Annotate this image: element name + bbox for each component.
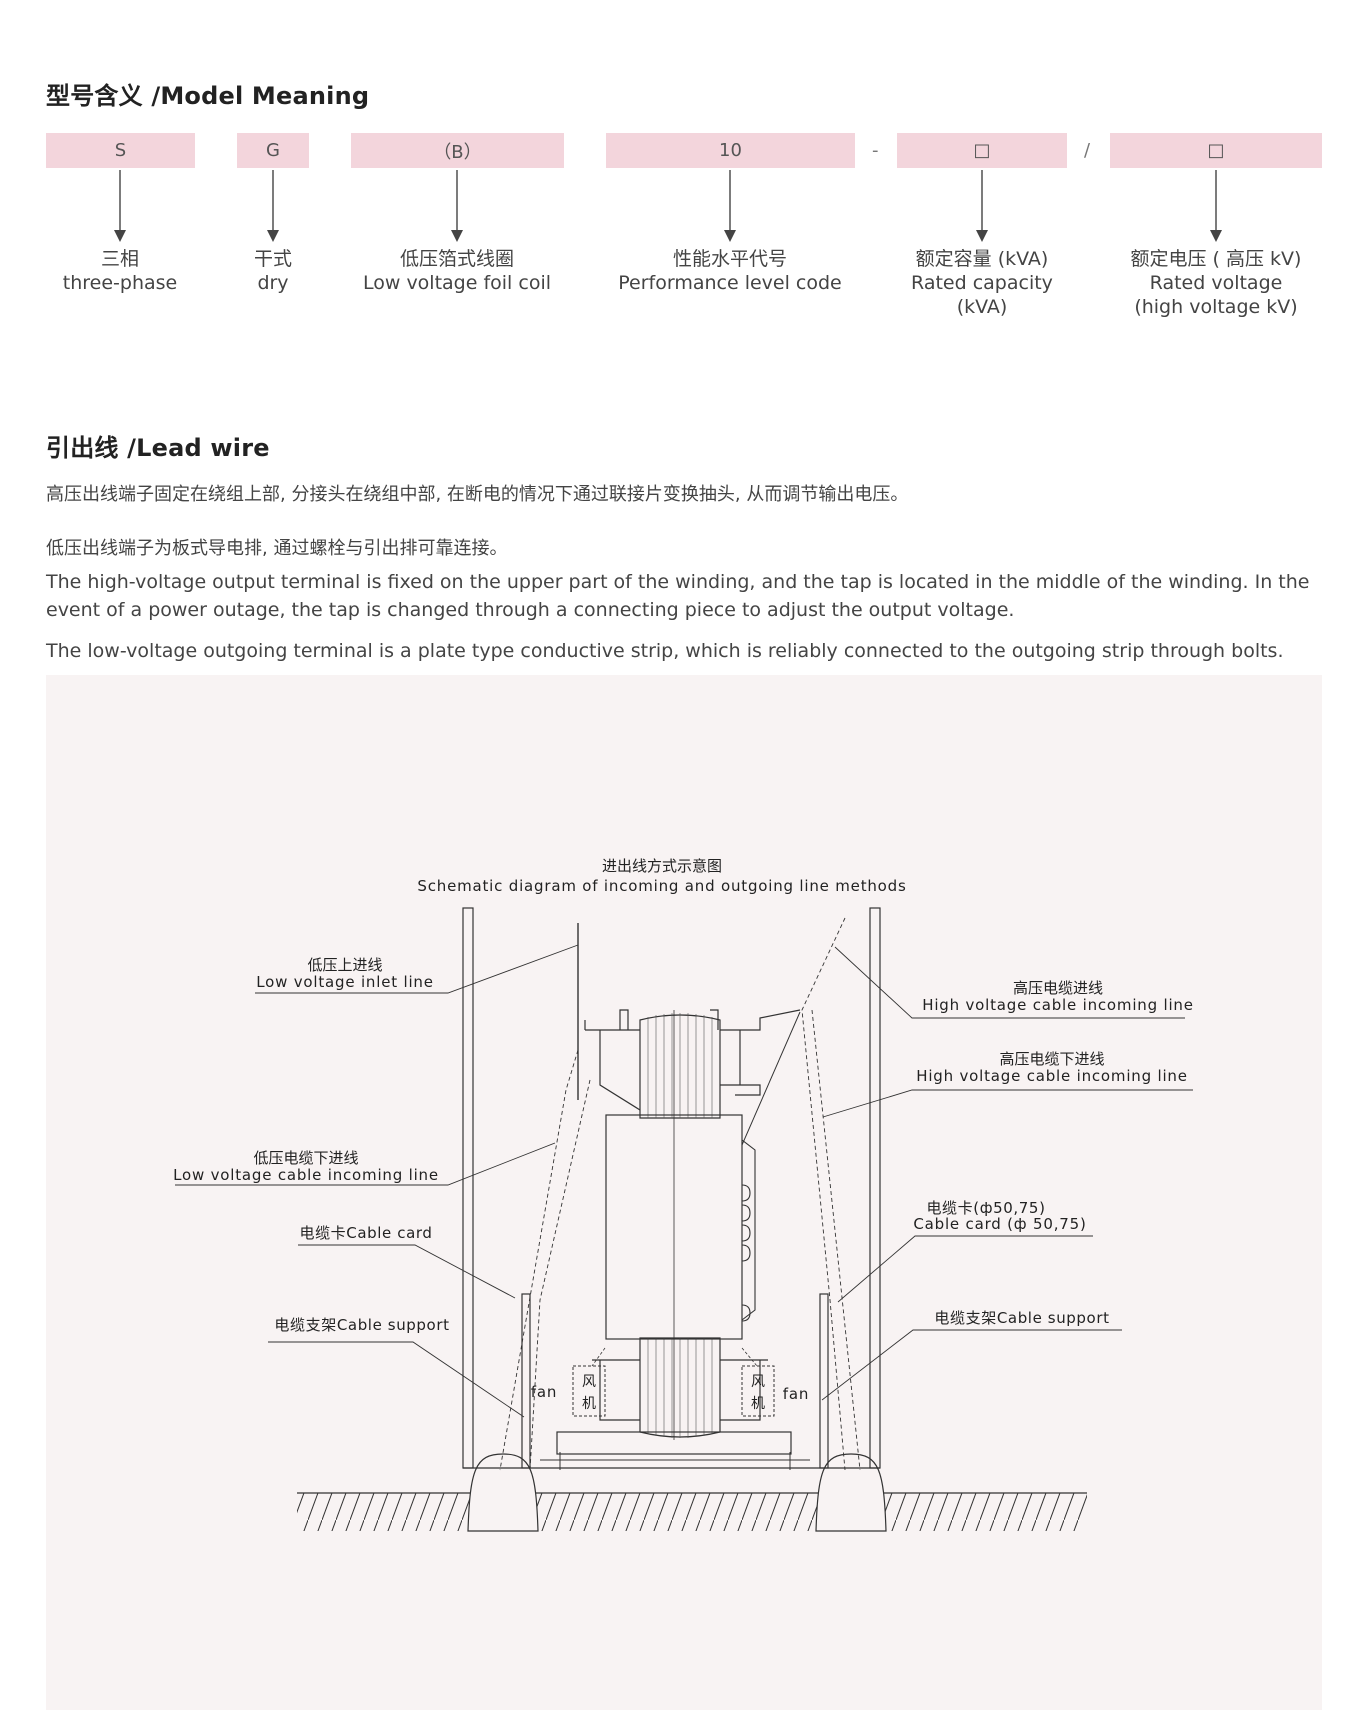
hv-cable-path xyxy=(801,917,861,1471)
label-hv-cable-zh: 高压电缆进线 xyxy=(1013,979,1103,997)
fan-link-right xyxy=(741,1347,758,1367)
meaning-en: Rated capacity xyxy=(911,272,1053,294)
model-meaning-title: 型号含义 /Model Meaning xyxy=(46,82,370,110)
cable-trench-left xyxy=(467,1453,539,1532)
label-cable-support-right: 电缆支架Cable support xyxy=(934,1309,1109,1327)
label-hv-cable-down-zh: 高压电缆下进线 xyxy=(999,1050,1104,1068)
arrow-down-icon xyxy=(1210,170,1222,242)
meaning-en: Rated voltage xyxy=(1149,272,1283,294)
cabinet-wall-right xyxy=(869,907,881,1469)
meaning-en: Performance level code xyxy=(618,272,842,294)
code-box-capacity: □ xyxy=(897,133,1067,168)
fan-zh-right-2: 机 xyxy=(751,1396,765,1412)
lead-wire-en-p1: The high-voltage output terminal is fixe… xyxy=(46,571,1310,621)
lower-clamp-left xyxy=(592,1359,640,1421)
separator-dash: - xyxy=(872,140,879,161)
cabinet-wall-left xyxy=(462,907,474,1469)
label-cable-support-left: 电缆支架Cable support xyxy=(274,1316,449,1334)
arrow-down-icon xyxy=(267,170,279,242)
diagram-title-zh: 进出线方式示意图 xyxy=(602,857,722,875)
arrow-down-icon xyxy=(976,170,988,242)
leader-lines xyxy=(175,944,1193,1418)
meaning-en2: (high voltage kV) xyxy=(1134,296,1298,318)
meaning-capacity: 额定容量 (kVA) Rated capacity (kVA) xyxy=(887,247,1077,319)
label-lv-inlet-en: Low voltage inlet line xyxy=(256,973,434,991)
meaning-zh: 干式 xyxy=(253,248,292,270)
meaning-en2: (kVA) xyxy=(956,296,1008,318)
arrow-down-icon xyxy=(114,170,126,242)
lower-clamp-right xyxy=(720,1359,768,1421)
meaning-en: three-phase xyxy=(62,272,178,294)
meaning-en: dry xyxy=(257,272,289,294)
lead-wire-zh-p1: 高压出线端子固定在绕组上部, 分接头在绕组中部, 在断电的情况下通过联接片变换抽… xyxy=(46,484,909,505)
lead-wire-zh-p2: 低压出线端子为板式导电排, 通过螺栓与引出排可靠连接。 xyxy=(46,538,508,559)
meaning-zh: 额定电压 ( 高压 kV) xyxy=(1130,248,1302,270)
label-hv-cable-en: High voltage cable incoming line xyxy=(922,996,1194,1014)
meaning-b: 低压箔式线圈 Low voltage foil coil xyxy=(347,247,567,295)
label-fan-right: fan xyxy=(783,1385,809,1403)
meaning-g: 干式 dry xyxy=(213,247,333,295)
code-box-10: 10 xyxy=(606,133,855,168)
meaning-10: 性能水平代号 Performance level code xyxy=(600,247,860,295)
cable-support-left xyxy=(521,1293,531,1469)
meaning-zh: 三相 xyxy=(100,248,139,270)
fan-zh-left-1: 风 xyxy=(582,1374,596,1390)
lv-cable-path xyxy=(499,1049,591,1471)
label-cable-card-right-zh: 电缆卡(ф50,75) xyxy=(926,1199,1045,1217)
meaning-s: 三相 three-phase xyxy=(50,247,190,295)
fan-link-left xyxy=(591,1347,606,1367)
fan-zh-left-2: 机 xyxy=(582,1396,596,1412)
label-lv-cable-zh: 低压电缆下进线 xyxy=(253,1149,358,1167)
core-top-lines xyxy=(647,1013,713,1118)
label-cable-card-right-en: Cable card (ф 50,75) xyxy=(913,1215,1086,1233)
lead-wire-title: 引出线 /Lead wire xyxy=(46,434,270,462)
diagram-title-en: Schematic diagram of incoming and outgoi… xyxy=(417,877,906,895)
meaning-zh: 性能水平代号 xyxy=(672,248,787,270)
core-bottom-lines xyxy=(647,1338,713,1438)
upper-clamp-right xyxy=(710,1009,801,1096)
meaning-zh: 低压箔式线圈 xyxy=(399,248,514,270)
arrow-down-icon xyxy=(724,170,736,242)
label-hv-cable-down-en: High voltage cable incoming line xyxy=(916,1067,1188,1085)
fan-box-left xyxy=(572,1365,606,1417)
tap-connectors xyxy=(741,1139,756,1322)
meaning-voltage: 额定电压 ( 高压 kV) Rated voltage (high voltag… xyxy=(1106,247,1326,319)
meaning-en: Low voltage foil coil xyxy=(362,272,552,294)
hv-lead xyxy=(741,1011,801,1146)
label-cable-card-left: 电缆卡Cable card xyxy=(299,1224,432,1242)
ground-hatch xyxy=(297,1493,1087,1531)
arrow-down-icon xyxy=(451,170,463,242)
upper-clamp-left xyxy=(584,1009,641,1111)
meaning-zh: 额定容量 (kVA) xyxy=(915,248,1049,270)
cable-support-right xyxy=(819,1293,829,1469)
transformer-base xyxy=(556,1431,792,1455)
code-box-voltage: □ xyxy=(1110,133,1322,168)
fan-zh-right-1: 风 xyxy=(751,1374,765,1390)
fan-box-right xyxy=(741,1365,775,1417)
code-box-s: S xyxy=(46,133,195,168)
diagram-panel xyxy=(46,675,1322,1710)
core-top xyxy=(639,1014,721,1119)
code-box-b: （B） xyxy=(351,133,564,168)
label-fan-left: fan xyxy=(531,1383,557,1401)
separator-slash: / xyxy=(1084,140,1091,161)
code-box-g: G xyxy=(237,133,309,168)
label-lv-cable-en: Low voltage cable incoming line xyxy=(173,1166,439,1184)
cable-trench-right xyxy=(815,1453,887,1532)
label-lv-inlet-zh: 低压上进线 xyxy=(307,956,382,974)
lead-wire-en-p2: The low-voltage outgoing terminal is a p… xyxy=(46,640,1284,662)
